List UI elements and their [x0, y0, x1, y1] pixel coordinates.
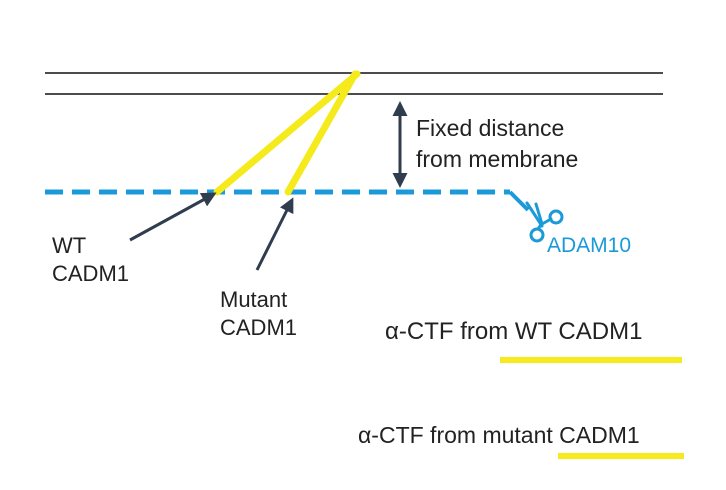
cleavage-plane-tail — [508, 190, 530, 212]
adam10-label: ADAM10 — [547, 234, 632, 257]
mutant-pointer-arrow — [255, 197, 294, 271]
mutant-cadm1-stalk — [284, 70, 359, 196]
wt-cadm1-line-1: WT — [52, 233, 87, 258]
wt-pointer-arrow — [129, 192, 217, 242]
ctf-wt-label: α-CTF from WT CADM1 — [385, 318, 643, 345]
mutant-cadm1-label: Mutant CADM1 — [220, 286, 297, 342]
fixed-distance-label: Fixed distance from membrane — [416, 113, 578, 175]
mutant-cadm1-line-1: Mutant — [220, 287, 288, 312]
scissors-icon — [525, 201, 564, 243]
wt-cadm1-stalk — [213, 70, 361, 196]
fixed-distance-line-2: from membrane — [416, 146, 579, 172]
ctf-mutant-label: α-CTF from mutant CADM1 — [358, 422, 640, 448]
wt-cadm1-label: WT CADM1 — [52, 232, 129, 288]
fixed-distance-line-1: Fixed distance — [416, 115, 565, 141]
mutant-cadm1-line-2: CADM1 — [220, 315, 298, 340]
wt-cadm1-line-2: CADM1 — [52, 261, 130, 286]
